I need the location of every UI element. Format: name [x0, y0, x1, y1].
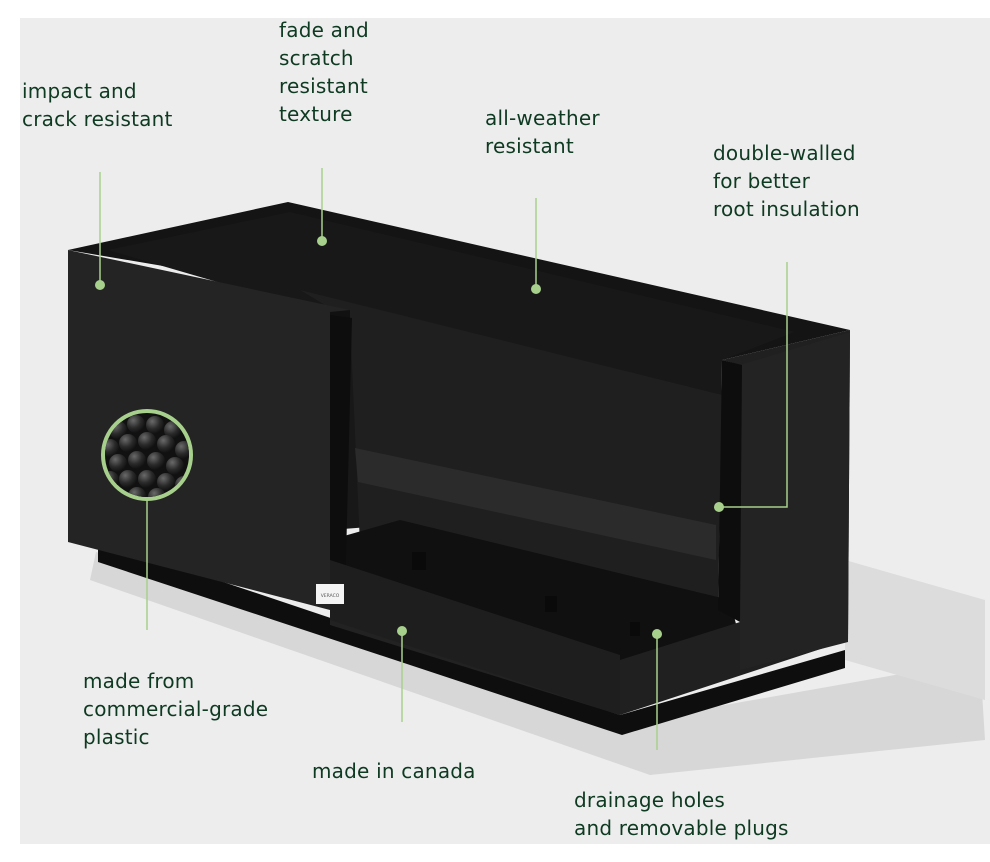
- right-cut-edge: [718, 360, 742, 622]
- feature-label-canada: made in canada: [312, 759, 476, 783]
- feature-label-impact: impact and crack resistant: [22, 79, 173, 131]
- feature-label-material: made from commercial-grade plastic: [83, 669, 269, 749]
- planter-front-panel: [68, 250, 350, 610]
- callout-double-walled: [714, 262, 788, 512]
- floor-shadow: [90, 552, 985, 775]
- planter-cutaway-floor: [330, 520, 740, 690]
- callout-canada: [397, 626, 407, 722]
- planter-right-face: [740, 332, 850, 670]
- drain-plug: [412, 552, 426, 570]
- feature-label-fade: fade and scratch resistant texture: [279, 18, 369, 126]
- drain-plug: [630, 622, 640, 636]
- callout-fade: [317, 168, 327, 246]
- feature-label-drainage: drainage holes and removable plugs: [574, 788, 789, 840]
- brand-tag-text: VERACO: [321, 593, 340, 599]
- brand-tag: [316, 584, 344, 604]
- inner-wall-highlight: [355, 448, 716, 560]
- planter-front-bottom: [330, 560, 620, 715]
- drain-plug: [545, 596, 557, 612]
- callout-impact: [95, 172, 105, 290]
- callout-weather: [531, 198, 541, 294]
- floor-shadow-right: [845, 560, 985, 700]
- feature-label-weather: all-weather resistant: [485, 106, 600, 158]
- callout-drainage: [652, 629, 662, 750]
- cut-edge-left: [330, 315, 352, 612]
- feature-label-double-walled: double-walled for better root insulation: [713, 141, 860, 221]
